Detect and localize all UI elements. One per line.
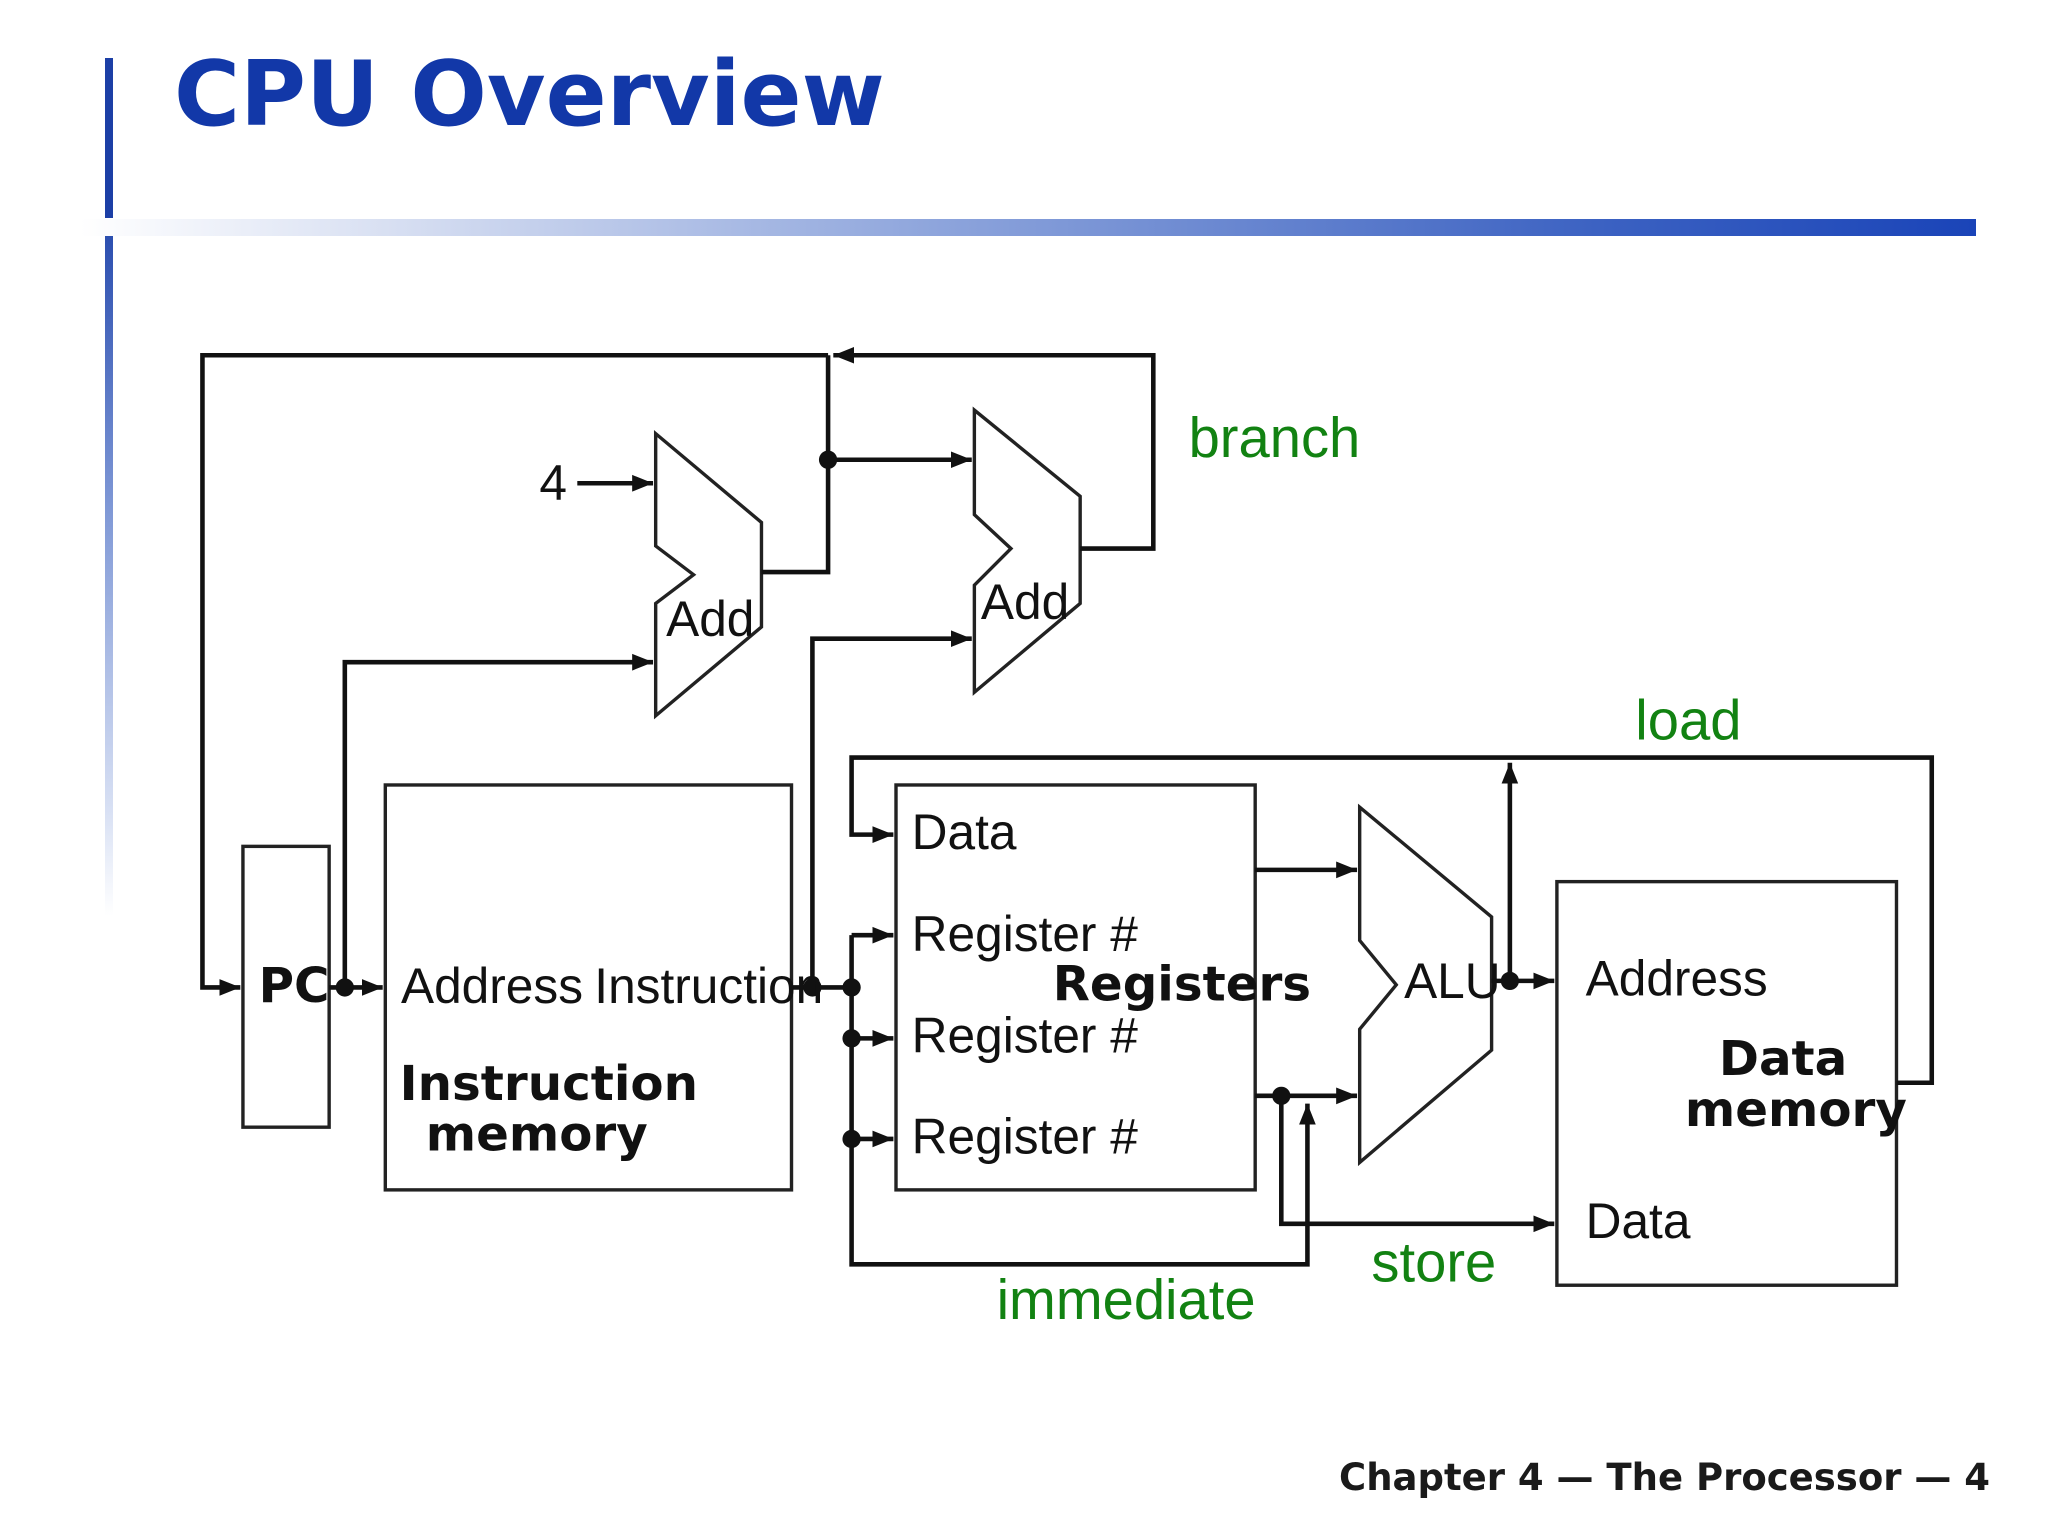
reg-data-port: Data — [912, 804, 1017, 860]
register-file-block — [894, 783, 1257, 1192]
immediate-path-label: immediate — [997, 1268, 1256, 1331]
slide-footer: Chapter 4 — The Processor — 4 — [1339, 1456, 1990, 1499]
pc-adder-label: Add — [666, 591, 754, 647]
junction-dot — [335, 978, 354, 997]
imem-address-port: Address — [401, 958, 583, 1014]
imem-instruction-port: Instruction — [594, 958, 823, 1014]
reg-port-1: Register # — [912, 906, 1139, 962]
reg-port-2: Register # — [912, 1008, 1139, 1064]
dmem-title-line2: memory — [1685, 1082, 1907, 1138]
imem-title-line1: Instruction — [400, 1056, 698, 1112]
store-path-label: store — [1371, 1230, 1496, 1293]
left-accent-bar — [105, 236, 113, 916]
dmem-data-port: Data — [1586, 1193, 1691, 1249]
instruction-memory-block — [383, 783, 794, 1192]
dmem-address-port: Address — [1586, 950, 1768, 1006]
pc-register — [241, 844, 331, 1129]
junction-dot — [842, 978, 861, 997]
pc-label: PC — [259, 958, 330, 1014]
wires — [200, 346, 1935, 1267]
junction-dot — [1272, 1086, 1291, 1105]
constant-four-label: 4 — [539, 455, 567, 511]
pc-adder-shape — [653, 429, 764, 720]
pc-plus-four-wire — [761, 355, 831, 575]
junction-dot — [818, 450, 838, 469]
junction-dots — [335, 450, 1520, 1149]
branch-adder-shape — [972, 406, 1082, 696]
reg-port-3: Register # — [912, 1108, 1139, 1164]
instruction-bus — [849, 935, 1316, 1267]
junction-dot — [803, 978, 822, 997]
load-data-wire — [849, 755, 1935, 1086]
pc-feedback-wire — [200, 352, 829, 996]
registers-title: Registers — [1053, 956, 1311, 1012]
junction-dot — [1500, 971, 1520, 991]
pc-to-adder-wire — [342, 653, 654, 988]
imem-title-line2: memory — [426, 1107, 648, 1163]
branch-path-label: branch — [1189, 406, 1361, 469]
instruction-to-branch-adder — [810, 630, 972, 988]
store-data-wire — [1279, 1095, 1555, 1233]
title-accent-bar — [105, 58, 113, 218]
load-path-label: load — [1635, 688, 1741, 751]
slide-title: CPU Overview — [174, 42, 885, 147]
junction-dot — [842, 1129, 861, 1149]
branch-adder-label: Add — [981, 574, 1069, 630]
title-underline-bar — [80, 219, 1976, 236]
dmem-title-line1: Data — [1719, 1031, 1847, 1087]
junction-dot — [842, 1029, 861, 1048]
alu-shape — [1357, 803, 1494, 1167]
alu-label: ALU — [1404, 953, 1501, 1009]
branch-adder-output-wire — [833, 346, 1156, 551]
